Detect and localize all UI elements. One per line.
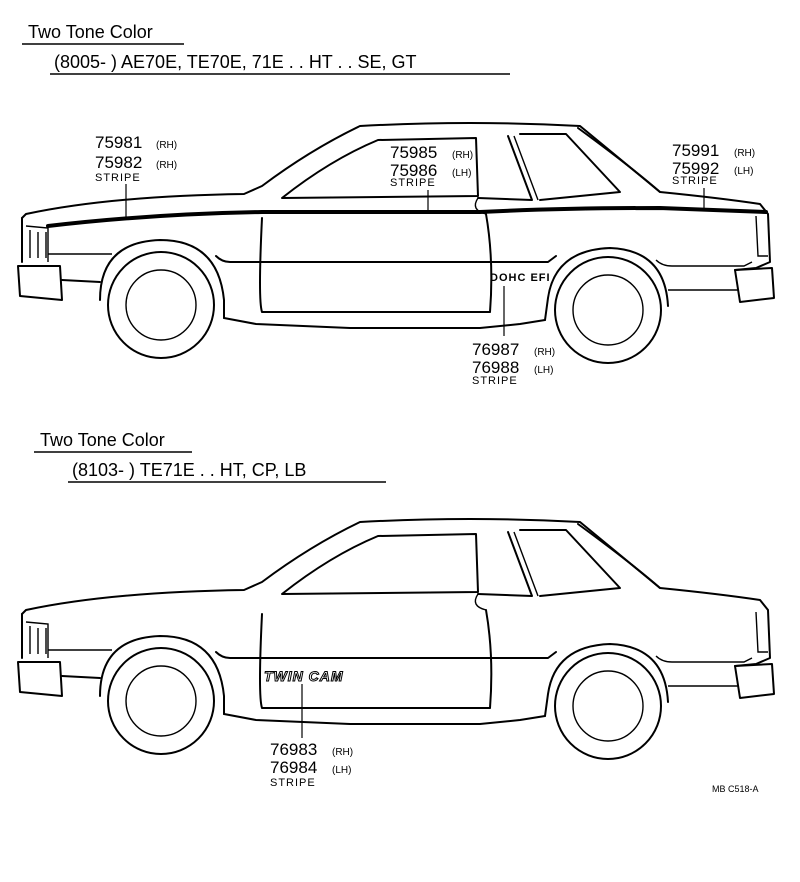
svg-text:(RH): (RH) bbox=[452, 150, 473, 161]
svg-text:75981: 75981 bbox=[95, 133, 142, 152]
svg-text:(RH): (RH) bbox=[332, 747, 353, 758]
svg-text:(LH): (LH) bbox=[452, 168, 471, 179]
svg-text:76984: 76984 bbox=[270, 758, 317, 777]
svg-text:STRIPE: STRIPE bbox=[270, 777, 316, 789]
svg-text:76983: 76983 bbox=[270, 740, 317, 759]
svg-text:75985: 75985 bbox=[390, 143, 437, 162]
svg-text:(RH): (RH) bbox=[734, 148, 755, 159]
callout-76987: 76987 (RH) 76988 (LH) STRIPE bbox=[472, 286, 555, 387]
svg-text:75986: 75986 bbox=[390, 161, 437, 180]
diagram-a: Two Tone Color (8005- ) AE70E, TE70E, 71… bbox=[17, 22, 775, 387]
svg-text:(RH): (RH) bbox=[156, 140, 177, 151]
diagram-a-title: Two Tone Color bbox=[28, 22, 153, 42]
callout-75991: 75991 (RH) 75992 (LH) STRIPE bbox=[672, 141, 755, 210]
svg-text:(RH): (RH) bbox=[534, 347, 555, 358]
svg-text:(RH): (RH) bbox=[156, 160, 177, 171]
svg-text:STRIPE: STRIPE bbox=[672, 175, 718, 187]
dohc-efi-badge: DOHC EFI bbox=[490, 272, 551, 284]
twin-cam-badge: TWIN CAM bbox=[264, 668, 344, 684]
svg-text:(LH): (LH) bbox=[734, 166, 753, 177]
diagram-b-applicability: (8103- ) TE71E . . HT, CP, LB bbox=[72, 460, 306, 480]
svg-text:(LH): (LH) bbox=[534, 365, 553, 376]
svg-text:76987: 76987 bbox=[472, 340, 519, 359]
diagram-b: Two Tone Color (8103- ) TE71E . . HT, CP… bbox=[17, 430, 775, 789]
svg-text:STRIPE: STRIPE bbox=[472, 375, 518, 387]
svg-text:STRIPE: STRIPE bbox=[390, 177, 436, 189]
svg-text:75991: 75991 bbox=[672, 141, 719, 160]
callout-75981: 75981 (RH) 75982 (RH) STRIPE bbox=[95, 133, 177, 220]
diagram-a-applicability: (8005- ) AE70E, TE70E, 71E . . HT . . SE… bbox=[54, 52, 417, 72]
svg-text:(LH): (LH) bbox=[332, 765, 351, 776]
callout-75985: 75985 (RH) 75986 (LH) STRIPE bbox=[390, 143, 473, 212]
diagram-b-title: Two Tone Color bbox=[40, 430, 165, 450]
figure-code: MB C518-A bbox=[712, 784, 759, 794]
svg-text:75982: 75982 bbox=[95, 153, 142, 172]
callout-76983: 76983 (RH) 76984 (LH) STRIPE bbox=[270, 684, 353, 789]
body-stripe-a bbox=[46, 205, 768, 228]
svg-text:76988: 76988 bbox=[472, 358, 519, 377]
car-side-view-b bbox=[17, 518, 775, 760]
svg-text:STRIPE: STRIPE bbox=[95, 172, 141, 184]
svg-text:75992: 75992 bbox=[672, 159, 719, 178]
